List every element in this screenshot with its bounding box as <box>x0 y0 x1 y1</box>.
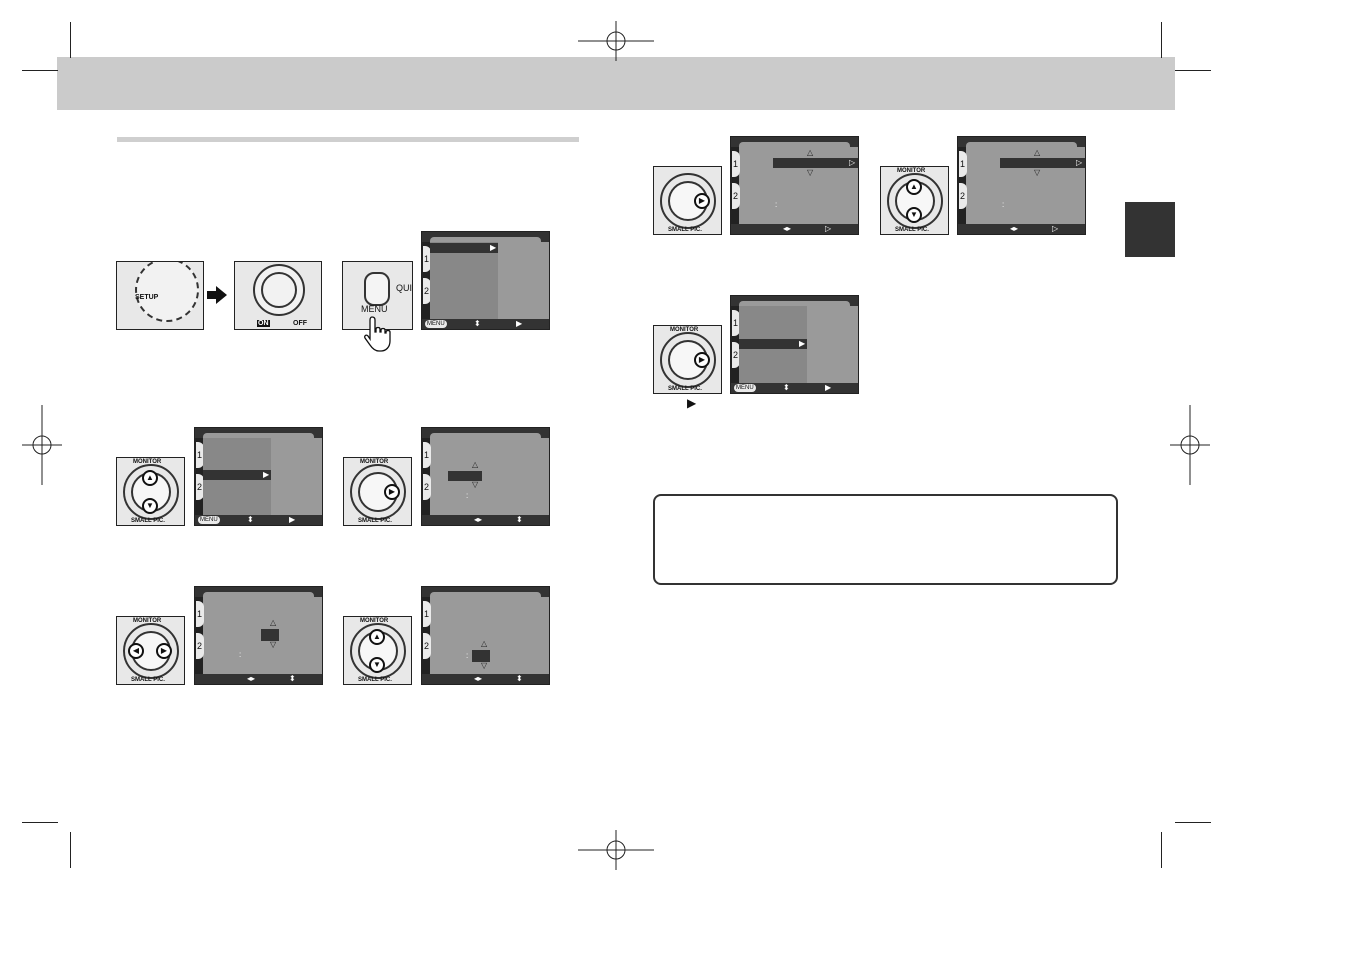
lcd-screen: 1 2 ▶ MENU ⬍ ▶ <box>730 295 859 394</box>
right-arrow-icon: ▶ <box>516 319 523 328</box>
section-rule <box>117 137 579 142</box>
lcd-screen: 1 2 ▶ MENU ⬍ ▶ <box>194 427 323 526</box>
right-arrow-icon: ▷ <box>849 158 856 167</box>
registration-mark <box>1170 405 1210 485</box>
crop-mark <box>1161 22 1162 58</box>
right-arrow-icon <box>207 286 227 304</box>
lcd-screen: 1 2 △ ▽ : ◂▸ ⬍ <box>421 586 550 685</box>
registration-mark <box>22 405 62 485</box>
multi-selector-photo: ▶ SMALL PIC. <box>653 166 722 235</box>
right-arrow-icon: ▶ <box>263 470 270 479</box>
lcd-screen: 1 2 △ ▽ : ◂▸ ⬍ <box>421 427 550 526</box>
crop-mark <box>22 822 58 823</box>
crop-mark <box>70 832 71 868</box>
up-down-icon: ⬍ <box>289 674 296 683</box>
right-arrow-icon: ▶ <box>825 383 832 392</box>
down-triangle-icon: ▼ <box>142 498 158 514</box>
registration-mark <box>578 830 654 870</box>
up-triangle-icon: ▲ <box>369 629 385 645</box>
right-arrow-icon: ▷ <box>1076 158 1083 167</box>
up-triangle-icon: △ <box>481 639 488 648</box>
down-triangle-icon: ▼ <box>369 657 385 673</box>
lcd-screen: 1 2 ▶ MENU ⬍ ▶ <box>421 231 550 330</box>
up-down-icon: ⬍ <box>474 319 481 328</box>
right-triangle-icon: ▶ <box>384 484 400 500</box>
menu-label: MENU <box>361 304 388 314</box>
crop-mark <box>22 70 58 71</box>
right-arrow-icon: ▷ <box>825 224 832 233</box>
quick-label: QUIC <box>396 283 413 293</box>
right-triangle-icon: ▶ <box>694 193 710 209</box>
power-switch-photo: ON OFF <box>234 261 322 330</box>
crop-mark <box>1161 832 1162 868</box>
up-down-icon: ⬍ <box>516 674 523 683</box>
lcd-screen: 1 2 △ ▽ : ◂▸ ⬍ <box>194 586 323 685</box>
up-triangle-icon: △ <box>472 460 479 469</box>
left-right-icon: ◂▸ <box>247 674 256 683</box>
up-triangle-icon: ▲ <box>142 470 158 486</box>
multi-selector-photo: ▶ MONITOR SMALL PIC. <box>343 457 412 526</box>
multi-selector-photo: ▲ ▼ MONITOR SMALL PIC. <box>343 616 412 685</box>
off-label: OFF <box>293 320 307 327</box>
multi-selector-photo: ◀ ▶ MONITOR SMALL PIC. <box>116 616 185 685</box>
down-triangle-icon: ▽ <box>270 640 277 649</box>
multi-selector-photo: ▲ ▼ MONITOR SMALL PIC. <box>116 457 185 526</box>
multi-selector-photo: ▲ ▼ MONITOR SMALL PIC. <box>880 166 949 235</box>
crop-mark <box>1175 822 1211 823</box>
right-arrow-icon: ▷ <box>1052 224 1059 233</box>
up-triangle-icon: △ <box>1034 148 1041 157</box>
multi-selector-photo: ▶ MONITOR SMALL PIC. <box>653 325 722 394</box>
left-right-icon: ◂▸ <box>474 515 483 524</box>
up-down-icon: ⬍ <box>247 515 254 524</box>
up-down-icon: ⬍ <box>783 383 790 392</box>
up-triangle-icon: △ <box>270 618 277 627</box>
lcd-screen: 1 2 ▷ △ ▽ : ◂▸ ▷ <box>730 136 859 235</box>
chapter-tab <box>1125 202 1175 257</box>
header-band <box>57 57 1175 110</box>
down-triangle-icon: ▽ <box>807 168 814 177</box>
crop-mark <box>70 22 71 58</box>
lcd-screen: 1 2 ▷ △ ▽ : ◂▸ ▷ <box>957 136 1086 235</box>
left-right-icon: ◂▸ <box>783 224 792 233</box>
right-arrow-icon: ▶ <box>289 515 296 524</box>
right-triangle-icon: ▶ <box>156 643 172 659</box>
menu-button-photo: MENU QUIC <box>342 261 413 330</box>
step-arrow: ▶ <box>687 396 697 410</box>
right-arrow-icon: ▶ <box>799 339 806 348</box>
menu-badge: MENU <box>425 320 447 328</box>
down-triangle-icon: ▽ <box>1034 168 1041 177</box>
crop-mark <box>1175 70 1211 71</box>
up-down-icon: ⬍ <box>516 515 523 524</box>
up-triangle-icon: ▲ <box>906 179 922 195</box>
down-triangle-icon: ▽ <box>472 480 479 489</box>
left-triangle-icon: ◀ <box>128 643 144 659</box>
pointing-hand-icon <box>364 316 391 352</box>
left-right-icon: ◂▸ <box>474 674 483 683</box>
left-right-icon: ◂▸ <box>1010 224 1019 233</box>
setup-label: SETUP <box>135 294 159 301</box>
right-arrow-icon: ▶ <box>490 243 497 252</box>
registration-mark <box>578 21 654 61</box>
mode-dial-photo: SETUP <box>116 261 204 330</box>
down-triangle-icon: ▼ <box>906 207 922 223</box>
right-triangle-icon: ▶ <box>694 352 710 368</box>
on-label: ON <box>257 320 270 327</box>
down-triangle-icon: ▽ <box>481 661 488 670</box>
up-triangle-icon: △ <box>807 148 814 157</box>
note-box <box>653 494 1118 585</box>
